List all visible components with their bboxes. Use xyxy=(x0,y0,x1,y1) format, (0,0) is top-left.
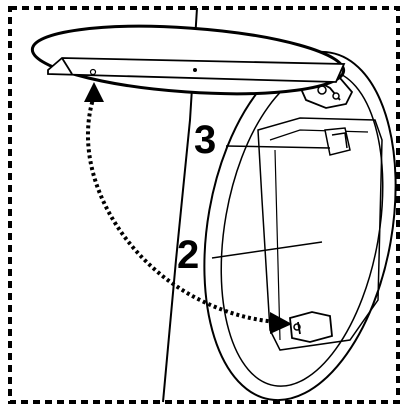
upper-bracket xyxy=(324,127,351,156)
callout-label-3: 3 xyxy=(194,118,217,162)
arrowhead-top xyxy=(84,82,104,102)
lower-latch-bracket xyxy=(289,311,333,343)
latch-hole xyxy=(293,323,301,331)
lid-bar-pin xyxy=(89,68,97,76)
dotted-arrow-path xyxy=(85,95,277,324)
inner-panel xyxy=(257,117,383,351)
arrowhead-bottom xyxy=(270,312,292,334)
hinge-pin-2 xyxy=(332,92,340,100)
leader-line-2 xyxy=(211,241,323,259)
lid-bar-hole xyxy=(193,68,197,72)
leader-line-3 xyxy=(225,145,331,149)
dotted-double-arrow-icon xyxy=(84,82,292,334)
callout-label-2: 2 xyxy=(177,233,200,277)
dashed-frame xyxy=(8,6,400,404)
